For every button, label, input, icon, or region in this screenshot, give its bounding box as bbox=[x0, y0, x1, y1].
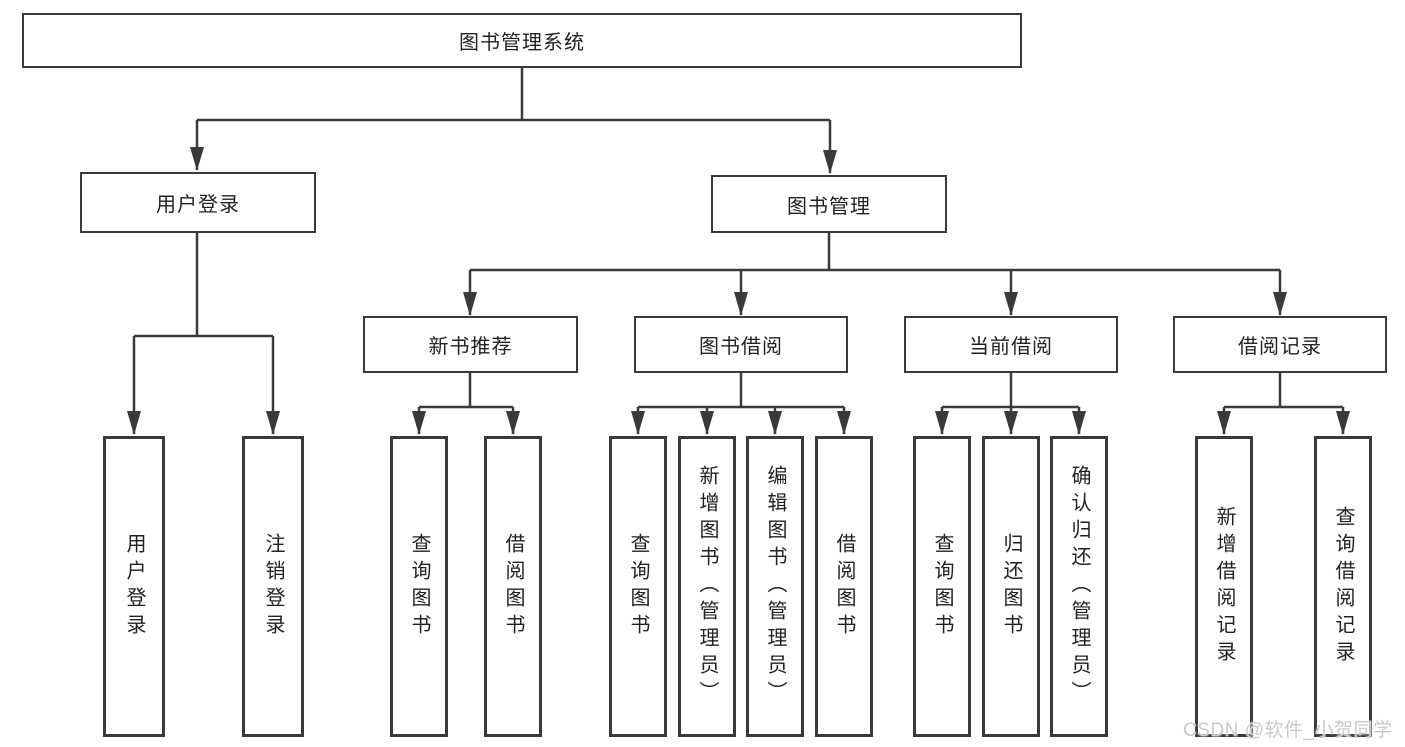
leaf-label: 查询图书 bbox=[408, 532, 430, 641]
leaf-label: 借阅图书 bbox=[502, 532, 524, 641]
leaf-user-login: 用户登录 bbox=[103, 436, 165, 737]
leaf-records-query-record: 查询借阅记录 bbox=[1314, 436, 1372, 737]
leaf-label: 查询借阅记录 bbox=[1332, 505, 1354, 668]
leaf-borrow-borrow-books: 借阅图书 bbox=[815, 436, 873, 737]
leaf-borrow-add-books-admin: 新增图书（管理员） bbox=[678, 436, 736, 737]
node-label: 图书管理系统 bbox=[459, 32, 585, 54]
leaf-newbook-query-books: 查询图书 bbox=[390, 436, 448, 737]
leaf-label: 归还图书 bbox=[1000, 532, 1022, 641]
node-user-login: 用户登录 bbox=[80, 172, 316, 233]
leaf-label: 确认归还（管理员） bbox=[1068, 465, 1090, 708]
node-label: 图书管理 bbox=[787, 195, 871, 218]
csdn-watermark: CSDN @软件_小贺同学 bbox=[1183, 720, 1393, 741]
node-book-management: 图书管理 bbox=[711, 175, 947, 233]
leaf-label: 新增借阅记录 bbox=[1213, 505, 1235, 668]
leaf-logout: 注销登录 bbox=[242, 436, 304, 737]
node-label: 借阅记录 bbox=[1238, 336, 1322, 358]
node-borrowing-records: 借阅记录 bbox=[1173, 316, 1387, 373]
node-label: 用户登录 bbox=[156, 194, 240, 216]
leaf-borrow-edit-books-admin: 编辑图书（管理员） bbox=[746, 436, 804, 737]
node-label: 新书推荐 bbox=[428, 336, 513, 358]
leaf-current-confirm-return-admin: 确认归还（管理员） bbox=[1050, 436, 1108, 737]
leaf-label: 用户登录 bbox=[123, 532, 145, 641]
node-library-system: 图书管理系统 bbox=[22, 13, 1022, 68]
leaf-label: 查询图书 bbox=[931, 532, 953, 641]
leaf-current-return-books: 归还图书 bbox=[982, 436, 1040, 737]
leaf-label: 查询图书 bbox=[627, 532, 649, 641]
node-book-borrowing: 图书借阅 bbox=[634, 316, 848, 373]
node-current-borrowing: 当前借阅 bbox=[904, 316, 1118, 373]
leaf-current-query-books: 查询图书 bbox=[913, 436, 971, 737]
leaf-newbook-borrow-books: 借阅图书 bbox=[484, 436, 542, 737]
node-new-book-recommendation: 新书推荐 bbox=[363, 316, 578, 373]
leaf-label: 新增图书（管理员） bbox=[696, 465, 718, 708]
leaf-label: 注销登录 bbox=[262, 532, 284, 641]
leaf-records-add-record: 新增借阅记录 bbox=[1195, 436, 1253, 737]
node-label: 当前借阅 bbox=[969, 336, 1053, 358]
node-label: 图书借阅 bbox=[699, 336, 783, 358]
leaf-label: 借阅图书 bbox=[833, 532, 855, 641]
leaf-label: 编辑图书（管理员） bbox=[764, 465, 786, 708]
leaf-borrow-query-books: 查询图书 bbox=[609, 436, 667, 737]
